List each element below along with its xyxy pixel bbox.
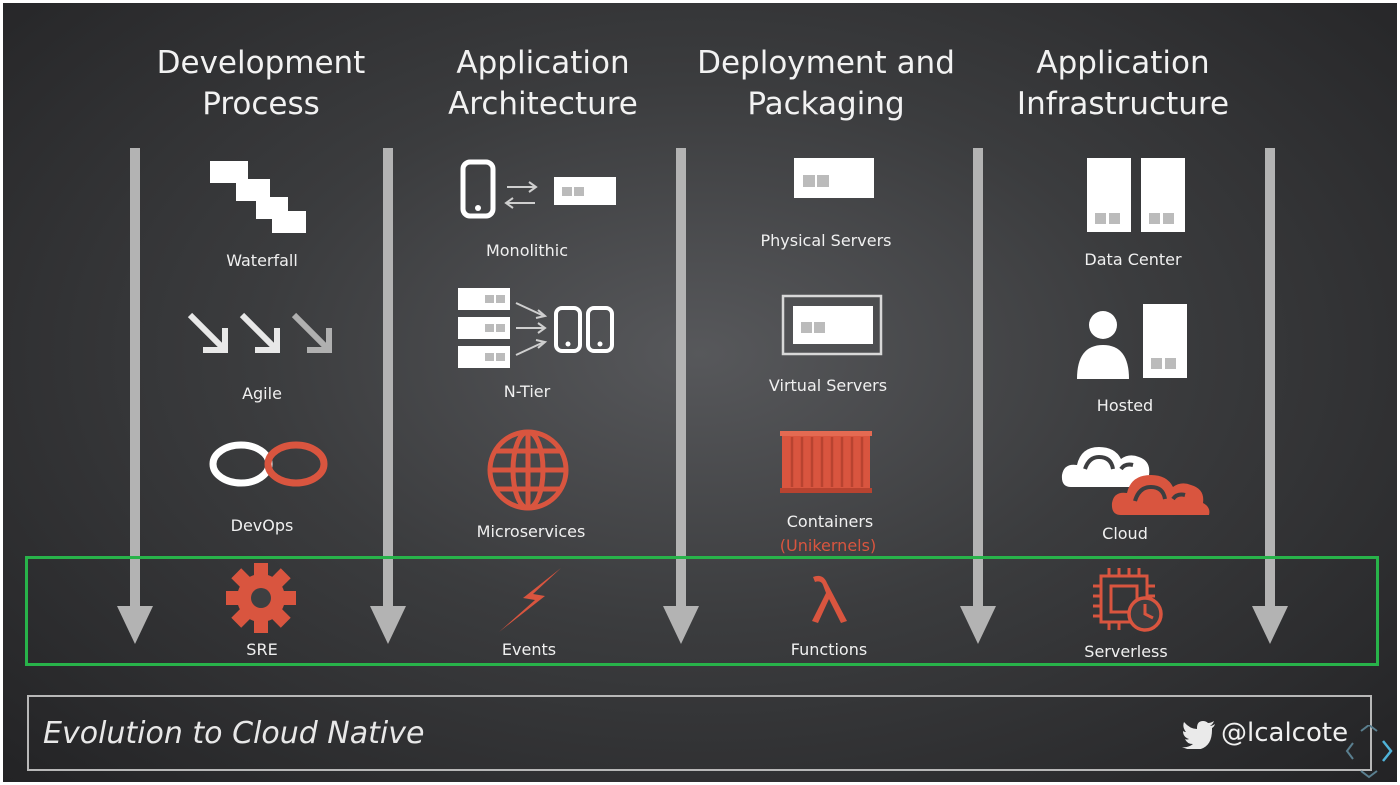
timeline-arrow-3	[663, 148, 699, 644]
slide: Development Process Application Architec…	[3, 3, 1397, 782]
label-physical-servers: Physical Servers	[760, 231, 892, 250]
timeline-arrow-2	[370, 148, 406, 644]
label-devops: DevOps	[230, 516, 294, 535]
staircase-icon	[210, 161, 306, 233]
label-functions: Functions	[790, 640, 868, 659]
globe-icon	[487, 429, 569, 511]
label-containers: Containers	[786, 512, 874, 531]
timeline-arrow-4	[960, 148, 996, 644]
twitter-bird-icon	[1182, 721, 1215, 749]
clouds-icon	[1061, 447, 1210, 515]
label-data-center: Data Center	[1084, 250, 1182, 269]
label-n-tier: N-Tier	[503, 382, 551, 401]
label-hosted: Hosted	[1096, 396, 1154, 415]
heading-deployment-packaging: Deployment and Packaging	[697, 45, 955, 122]
lambda-icon	[812, 575, 847, 623]
person-server-icon	[1077, 304, 1187, 379]
label-cloud: Cloud	[1102, 524, 1148, 543]
server-icon	[794, 158, 874, 198]
infinity-rings-icon	[209, 441, 328, 487]
chip-clock-icon	[1093, 568, 1163, 632]
timeline-arrow-5	[1252, 148, 1288, 644]
label-serverless: Serverless	[1084, 642, 1168, 661]
label-monolithic: Monolithic	[485, 241, 569, 260]
framed-server-icon	[781, 294, 883, 356]
heading-application-infrastructure: Application Infrastructure	[1016, 45, 1230, 122]
label-events: Events	[501, 640, 557, 659]
server-racks-icon	[1087, 158, 1185, 232]
timeline-arrow-1	[117, 148, 153, 644]
label-agile: Agile	[242, 384, 282, 403]
label-sre: SRE	[246, 640, 278, 659]
slide-nav-icon[interactable]	[1345, 725, 1393, 779]
label-virtual-servers: Virtual Servers	[768, 376, 888, 395]
highlight-box	[25, 556, 1379, 666]
server-stack-phones-icon	[458, 288, 614, 368]
label-microservices: Microservices	[476, 522, 586, 541]
diagonal-arrows-icon	[187, 312, 332, 353]
shipping-container-icon	[780, 431, 872, 493]
footer-title: Evolution to Cloud Native	[43, 716, 425, 751]
gear-icon	[226, 563, 296, 633]
label-waterfall: Waterfall	[226, 251, 298, 270]
twitter-handle: @lcalcote	[1221, 718, 1349, 748]
heading-application-architecture: Application Architecture	[448, 45, 638, 122]
footer-bar: Evolution to Cloud Native @lcalcote	[27, 695, 1372, 771]
phone-server-exchange-icon	[460, 159, 616, 219]
label-unikernels: (Unikernels)	[779, 536, 877, 555]
heading-development-process: Development Process	[156, 45, 366, 122]
